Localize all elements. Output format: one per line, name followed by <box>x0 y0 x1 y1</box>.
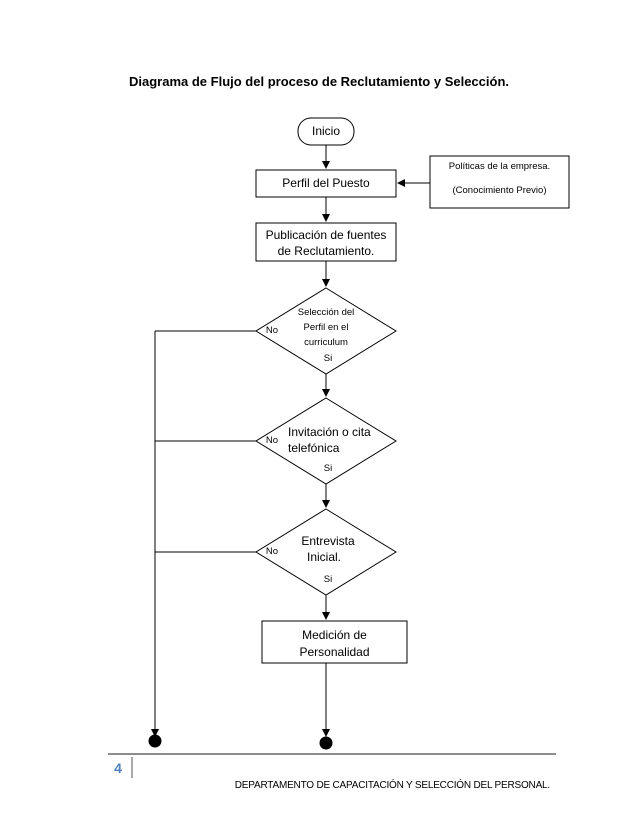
page-number: 4 <box>114 760 122 776</box>
seleccion-label-1: Selección del <box>297 307 355 318</box>
seleccion-label-2: Perfil en el <box>303 322 349 333</box>
medicion-label-1: Medición de <box>302 628 367 642</box>
end-point-accepted <box>319 736 333 750</box>
invitacion-si-label: Si <box>323 463 333 474</box>
footer-department: DEPARTAMENTO DE CAPACITACIÓN Y SELECCIÓN… <box>234 780 550 791</box>
end-point-rejected <box>148 734 162 748</box>
entrevista-label-1: Entrevista <box>301 534 355 548</box>
publicacion-label-1: Publicación de fuentes <box>265 228 387 242</box>
medicion-box <box>261 620 408 664</box>
seleccion-no-label: No <box>265 325 279 336</box>
entrevista-no-label: No <box>265 546 279 557</box>
publicacion-label-2: de Reclutamiento. <box>277 244 375 258</box>
entrevista-si-label: Si <box>323 574 333 585</box>
politicas-box <box>429 155 570 209</box>
invitacion-label-2: telefónica <box>288 441 340 455</box>
invitacion-no-label: No <box>265 435 279 446</box>
entrevista-label-2: Inicial. <box>306 550 341 564</box>
perfil-box <box>255 169 397 198</box>
perfil-label: Perfil del Puesto <box>282 176 370 190</box>
politicas-label-2: (Conocimiento Previo) <box>452 185 547 196</box>
politicas-label-1: Políticas de la empresa. <box>448 161 551 172</box>
medicion-label-2: Personalidad <box>299 645 370 659</box>
seleccion-label-3: curriculum <box>304 337 348 348</box>
inicio-label: Inicio <box>311 124 340 138</box>
page-title: Diagrama de Flujo del proceso de Recluta… <box>129 74 509 89</box>
seleccion-si-label: Si <box>323 353 333 364</box>
invitacion-label-1: Invitación o cita <box>288 425 371 439</box>
